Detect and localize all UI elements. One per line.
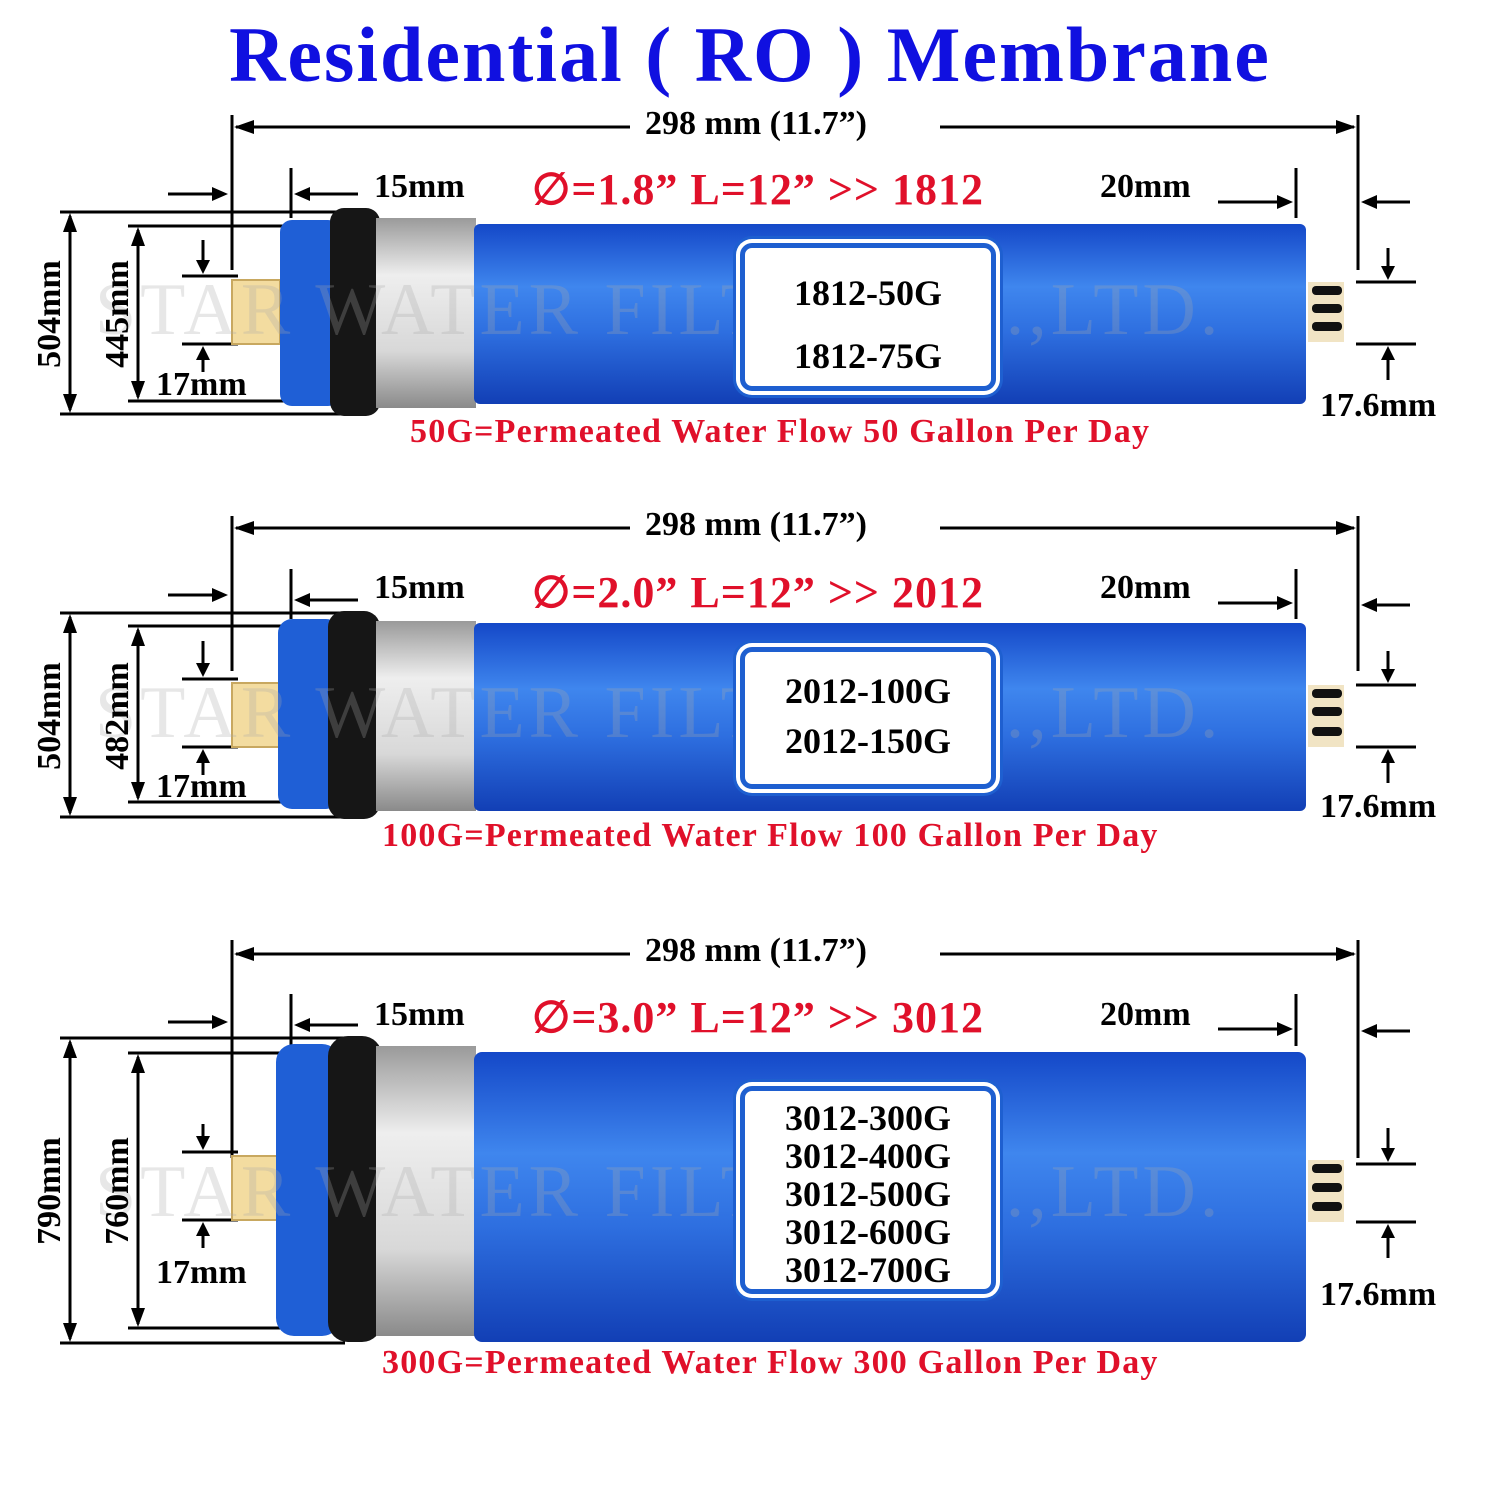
spec-label: ∅=3.0” L=12” >> 3012 — [532, 993, 984, 1042]
outer-height-label: 504mm — [31, 662, 68, 770]
model-label-card: 2012-100G 2012-150G — [740, 647, 996, 789]
model-name: 2012-100G — [785, 671, 951, 711]
total-length-label: 298 mm (11.7”) — [645, 932, 867, 969]
left-port-label: 17mm — [156, 768, 247, 805]
flow-note: 300G=Permeated Water Flow 300 Gallon Per… — [382, 1344, 1159, 1381]
right-port-label: 17.6mm — [1320, 1276, 1437, 1313]
right-end-length-label: 20mm — [1100, 168, 1191, 205]
model-name: 3012-600G — [785, 1212, 951, 1252]
model-label-card: 3012-300G 3012-400G 3012-500G 3012-600G … — [740, 1086, 996, 1294]
membrane-panel-1812: STAR WATER FILTER CO.,LTD. 298 mm (11.7”… — [0, 100, 1500, 520]
page-title: Residential ( RO ) Membrane — [229, 11, 1271, 98]
flow-note: 100G=Permeated Water Flow 100 Gallon Per… — [382, 817, 1159, 854]
left-end-length-label: 15mm — [374, 168, 465, 205]
inner-height-label: 445mm — [99, 260, 136, 368]
model-name: 1812-50G — [794, 273, 942, 313]
right-end-length-label: 20mm — [1100, 569, 1191, 606]
inner-height-label: 482mm — [99, 662, 136, 770]
model-name: 1812-75G — [794, 336, 942, 376]
outer-height-label: 504mm — [31, 260, 68, 368]
model-name: 3012-300G — [785, 1098, 951, 1138]
left-port-label: 17mm — [156, 1254, 247, 1291]
model-label-card: 1812-50G 1812-75G — [740, 243, 996, 391]
membrane-panel-3012: STAR WATER FILTER CO.,LTD. 298 mm (11.7”… — [0, 928, 1500, 1398]
model-name: 3012-400G — [785, 1136, 951, 1176]
model-name: 3012-700G — [785, 1250, 951, 1290]
outer-height-label: 790mm — [31, 1137, 68, 1245]
model-name: 3012-500G — [785, 1174, 951, 1214]
spec-label: ∅=1.8” L=12” >> 1812 — [532, 165, 984, 214]
left-end-length-label: 15mm — [374, 996, 465, 1033]
total-length-label: 298 mm (11.7”) — [645, 506, 867, 543]
model-name: 2012-150G — [785, 721, 951, 761]
left-port-label: 17mm — [156, 366, 247, 403]
membrane-panel-2012: STAR WATER FILTER CO.,LTD. 298 mm (11.7”… — [0, 501, 1500, 921]
spec-label: ∅=2.0” L=12” >> 2012 — [532, 568, 984, 617]
total-length-label: 298 mm (11.7”) — [645, 105, 867, 142]
right-end-length-label: 20mm — [1100, 996, 1191, 1033]
left-end-length-label: 15mm — [374, 569, 465, 606]
right-port-label: 17.6mm — [1320, 387, 1437, 424]
flow-note: 50G=Permeated Water Flow 50 Gallon Per D… — [410, 413, 1151, 450]
inner-height-label: 760mm — [99, 1137, 136, 1245]
right-port-label: 17.6mm — [1320, 788, 1437, 825]
